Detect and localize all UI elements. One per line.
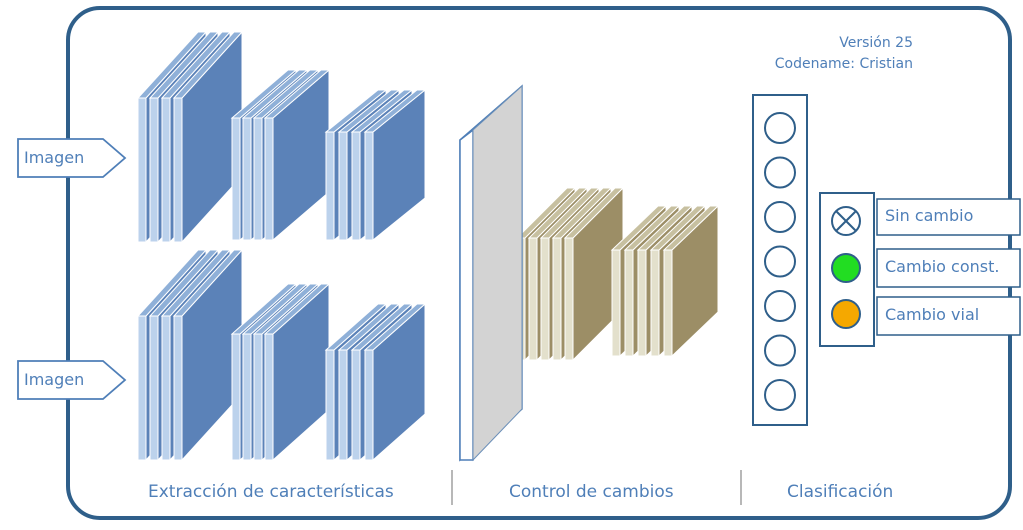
output-box-cambio-vial xyxy=(876,296,1021,336)
stack-bottom-2-slab-3 xyxy=(263,282,331,462)
output-label-sin-cambio: Sin cambio xyxy=(885,206,974,225)
neuron-column xyxy=(764,112,796,411)
stack-bottom-1-slab-3 xyxy=(172,248,244,462)
input-label-bottom: Imagen xyxy=(24,370,85,389)
stack-change-1-slab-4 xyxy=(563,186,625,362)
neuron-1 xyxy=(764,156,796,189)
stack-bottom-3-slab-3 xyxy=(363,302,427,462)
input-label-top: Imagen xyxy=(24,148,85,167)
stack-top-1-slab-3 xyxy=(172,30,244,244)
neuron-0 xyxy=(764,112,796,144)
section-classification: Clasificación xyxy=(787,482,894,502)
stack-top-2-slab-3 xyxy=(263,68,331,242)
codename-line: Codename: Cristian xyxy=(774,56,913,72)
green-circle-icon xyxy=(831,253,861,283)
orange-circle-icon xyxy=(831,299,861,329)
control-bar-side xyxy=(472,84,523,462)
neuron-3 xyxy=(764,245,796,278)
version-line: Versión 25 xyxy=(839,35,913,51)
output-box-cambio-const xyxy=(876,248,1021,288)
control-bar-front xyxy=(459,128,474,461)
neuron-5 xyxy=(764,334,796,367)
stack-change-2-slab-4 xyxy=(662,204,720,358)
output-label-cambio-const: Cambio const. xyxy=(885,257,1000,276)
sin-cambio-icon xyxy=(831,206,861,236)
layer-stacks xyxy=(136,30,720,462)
section-change-control: Control de cambios xyxy=(509,482,674,502)
version-block: Versión 25 Codename: Cristian xyxy=(775,33,913,75)
input-arrow-bottom xyxy=(17,360,127,400)
output-label-cambio-vial: Cambio vial xyxy=(885,305,980,324)
input-arrow-top xyxy=(17,138,127,178)
output-box-sin-cambio xyxy=(876,198,1021,236)
section-feature-extraction: Extracción de características xyxy=(148,482,394,502)
neuron-6 xyxy=(764,379,796,411)
stack-top-3-slab-3 xyxy=(363,88,427,242)
neuron-4 xyxy=(764,290,796,322)
neuron-2 xyxy=(764,201,796,233)
